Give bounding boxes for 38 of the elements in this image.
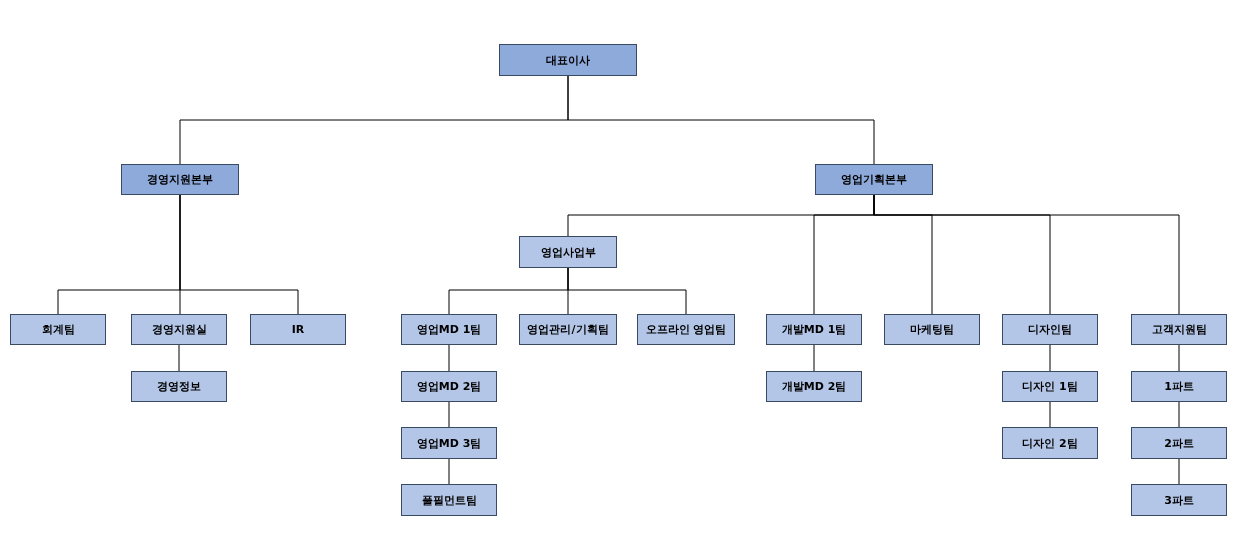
org-unit-box: 오프라인 영업팀 [637, 314, 735, 345]
org-unit-box: 영업MD 1팀 [401, 314, 497, 345]
org-unit-box: 영업관리/기획팀 [519, 314, 617, 345]
org-unit-box: 개발MD 1팀 [766, 314, 862, 345]
org-unit-box: 디자인 2팀 [1002, 427, 1098, 459]
org-unit-box: 영업MD 2팀 [401, 371, 497, 402]
connector-line [873, 194, 1180, 315]
org-unit-box: 고객지원팀 [1131, 314, 1227, 345]
connector-line [1049, 401, 1051, 428]
org-unit-box: 경영정보 [131, 371, 227, 402]
connector-line [448, 458, 450, 485]
org-unit-box: 경영지원실 [131, 314, 227, 345]
org-unit-box: 영업기획본부 [815, 164, 933, 195]
connector-line [567, 267, 687, 315]
org-unit-box: 디자인팀 [1002, 314, 1098, 345]
org-unit-box: IR [250, 314, 346, 345]
connector-line [813, 344, 815, 372]
org-unit-box: 3파트 [1131, 484, 1227, 516]
org-unit-box: 개발MD 2팀 [766, 371, 862, 402]
org-unit-box: 1파트 [1131, 371, 1227, 402]
connector-line [1178, 401, 1180, 428]
connector-line [567, 75, 875, 165]
org-unit-box: 회계팀 [10, 314, 106, 345]
org-unit-box: 디자인 1팀 [1002, 371, 1098, 402]
org-unit-box: 풀필먼트팀 [401, 484, 497, 516]
connector-line [179, 194, 299, 315]
org-unit-box: 마케팅팀 [884, 314, 980, 345]
org-unit-box: 2파트 [1131, 427, 1227, 459]
org-unit-box: 영업사업부 [519, 236, 617, 268]
connector-line [448, 344, 450, 372]
org-unit-box: 대표이사 [499, 44, 637, 76]
connector-line [1049, 344, 1051, 372]
connector-line [1178, 458, 1180, 485]
org-unit-box: 경영지원본부 [121, 164, 239, 195]
connector-line [1178, 344, 1180, 372]
connector-line [448, 401, 450, 428]
connector-line [178, 344, 180, 372]
org-unit-box: 영업MD 3팀 [401, 427, 497, 459]
